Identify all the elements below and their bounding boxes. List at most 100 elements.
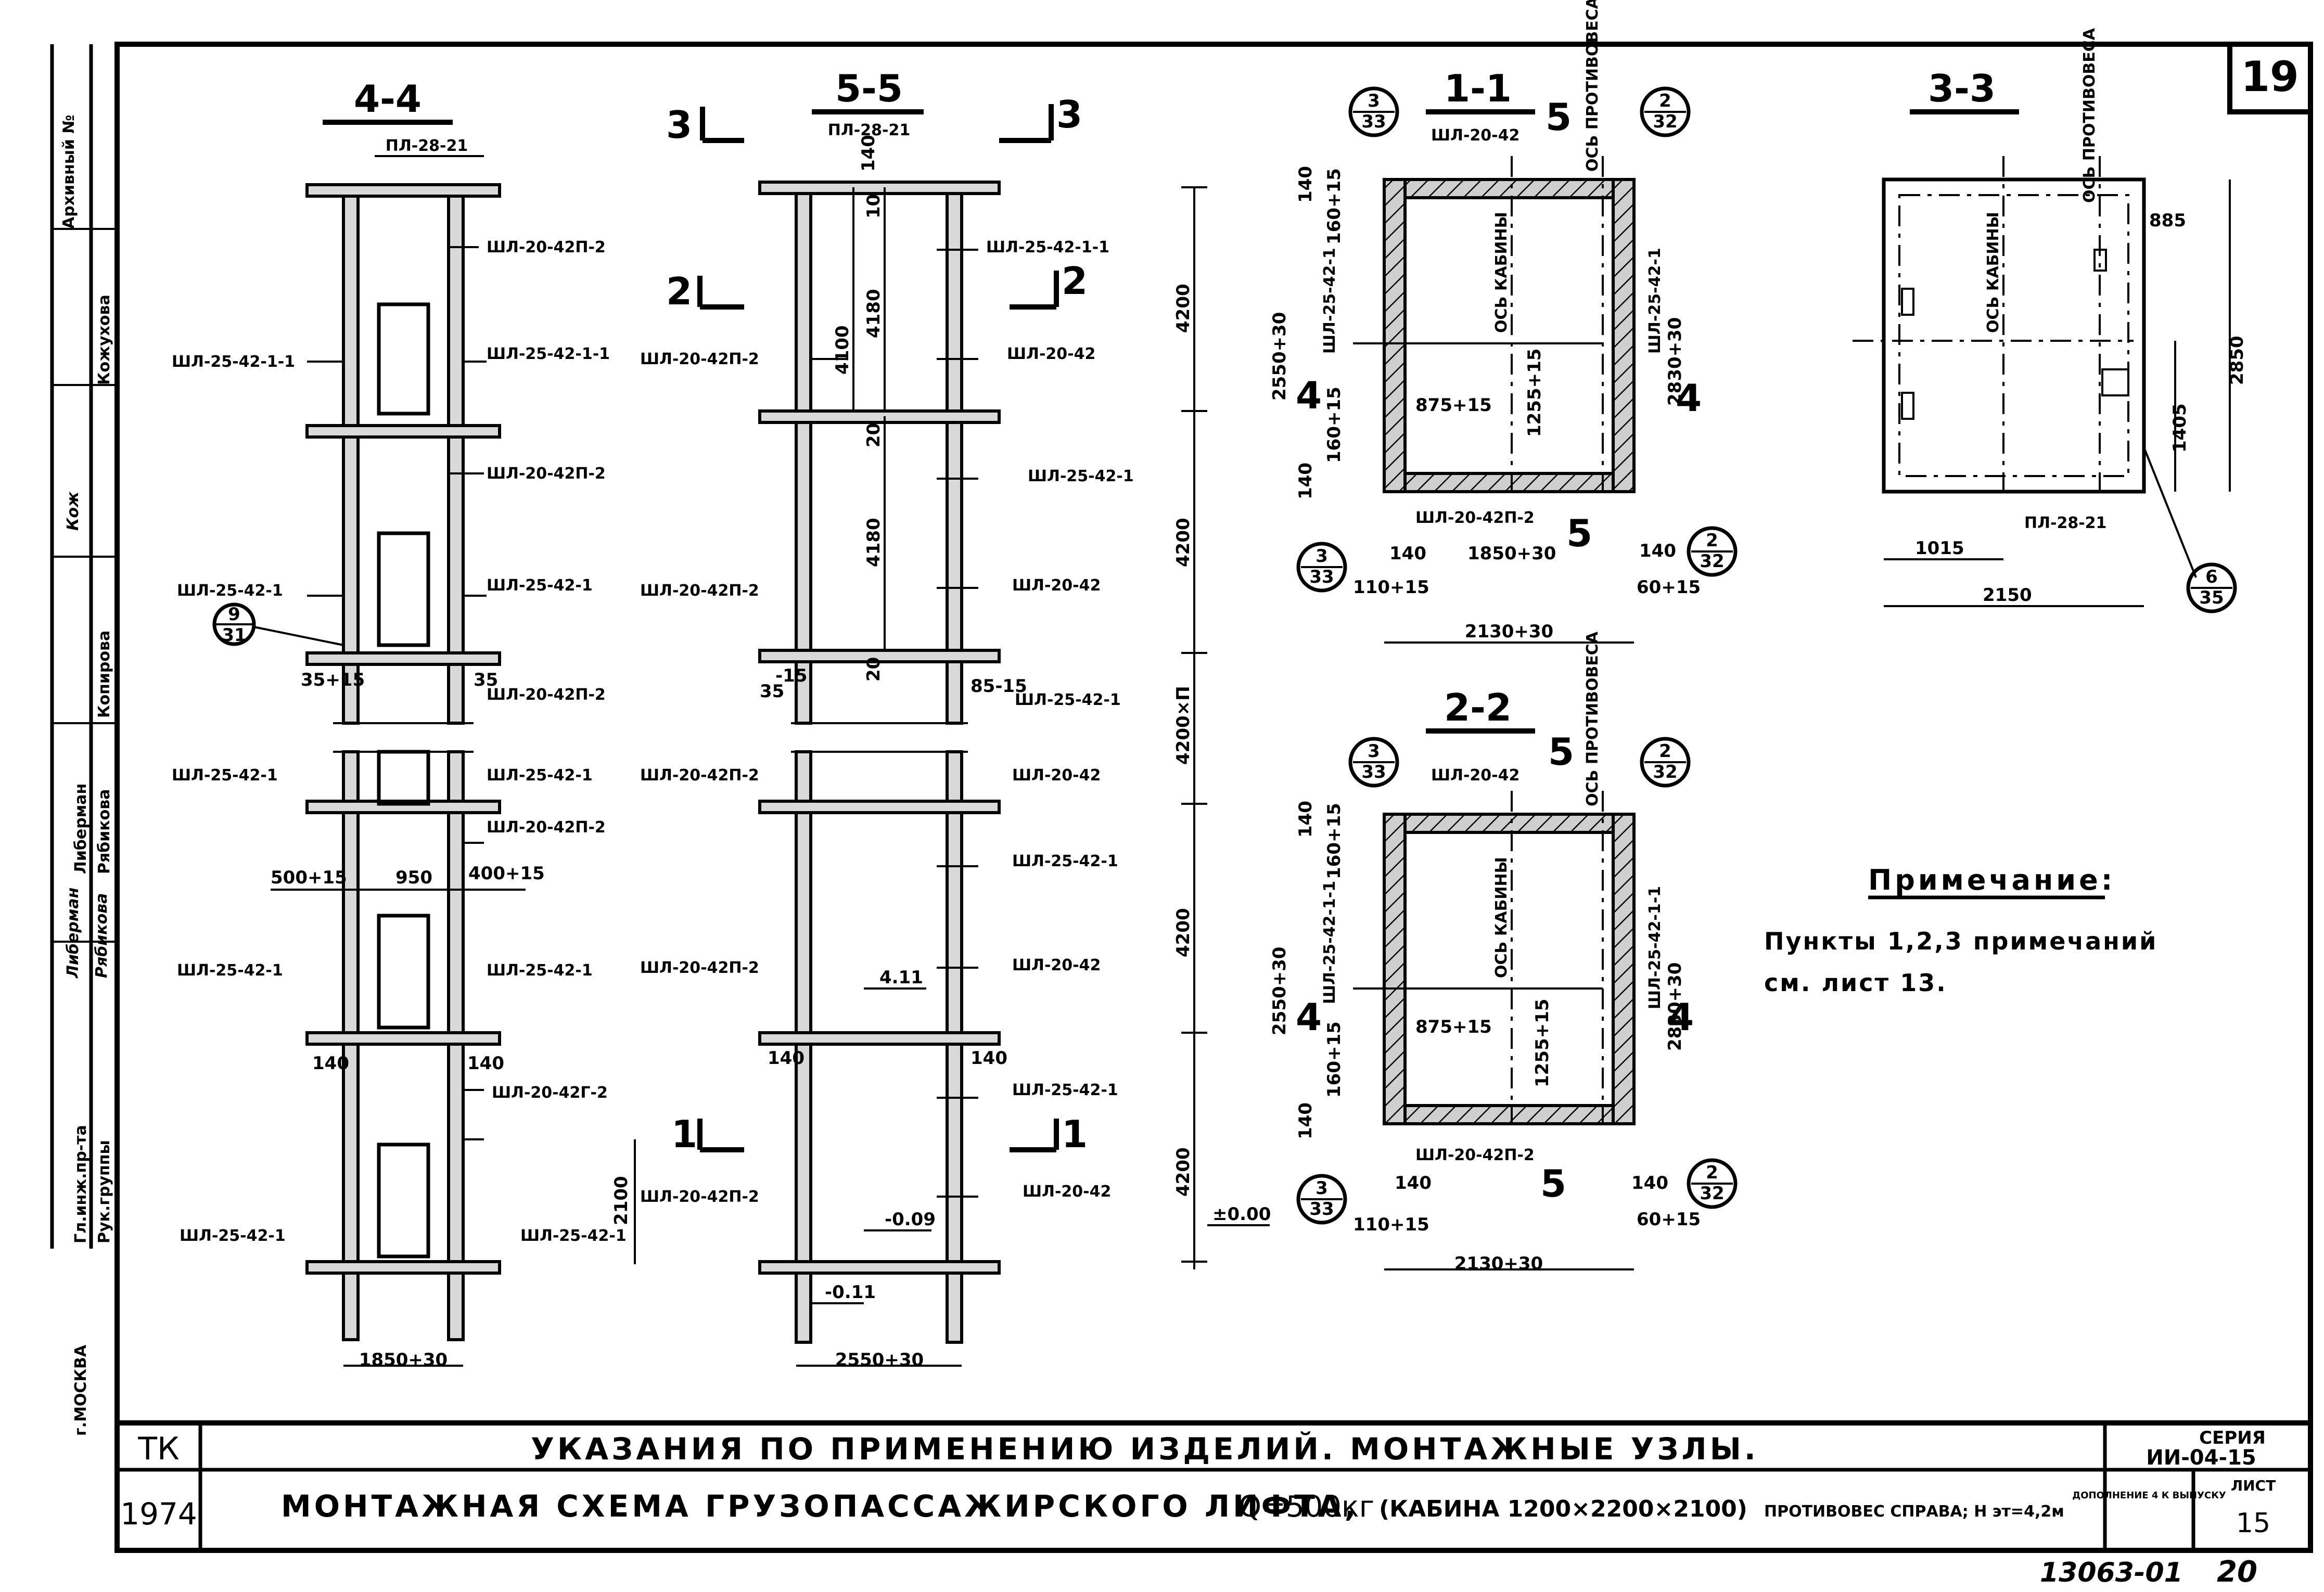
- s22-callout-1-s: 33: [1361, 762, 1386, 782]
- s44-dim-35: 35: [474, 670, 498, 690]
- s55-label-r7: ШЛ-25-42-1: [1012, 852, 1118, 870]
- s55-dim-20b: 20: [863, 657, 884, 682]
- supplement-label: ДОПОЛНЕНИЕ 4 К ВЫПУСКУ: [2072, 1490, 2226, 1501]
- s44-dim-2100: 2100: [611, 1176, 632, 1225]
- s22-dim-1255: 1255+15: [1532, 999, 1553, 1087]
- section-title-5-5: 5-5: [835, 67, 903, 110]
- s22-dim-140-r: 140: [1631, 1173, 1668, 1193]
- s55-label-r3: ШЛ-25-42-1: [1028, 467, 1134, 485]
- section-title-4-4: 4-4: [354, 77, 422, 121]
- note-title: Примечание:: [1868, 864, 2115, 896]
- s55-label-r6: ШЛ-20-42: [1012, 766, 1101, 785]
- s55-label-r4: ШЛ-20-42: [1012, 576, 1101, 595]
- side-stamp: Архивный № Кожухова Кож Копирова Либерма…: [50, 44, 117, 1436]
- s44-label-r7: ШЛ-20-42П-2: [487, 818, 606, 837]
- s55-dim-35: 35: [760, 681, 784, 702]
- s55-height-3: 4200×П: [1173, 686, 1194, 765]
- s11-callout-4-n: 2: [1706, 530, 1718, 551]
- sheet-label: ЛИСТ: [2231, 1477, 2276, 1494]
- city-label: г.МОСКВА: [72, 1344, 90, 1436]
- s55-height-2: 4200: [1173, 518, 1194, 567]
- s44-top-panel: ПЛ-28-21: [386, 137, 468, 155]
- s33-dim-2150: 2150: [1983, 585, 2032, 606]
- s11-callout-1-n: 3: [1368, 91, 1380, 111]
- s22-callout-3-n: 3: [1316, 1178, 1328, 1199]
- cut-3-left: 3: [666, 103, 692, 147]
- s55-dim-140-r: 140: [971, 1048, 1007, 1069]
- sheet-value: 15: [2236, 1508, 2270, 1539]
- s55-level-000: ±0.00: [1212, 1204, 1271, 1225]
- s55-label-r10: ШЛ-20-42: [1023, 1183, 1111, 1201]
- s11-dim-2830: 2830+30: [1665, 317, 1685, 406]
- section-3-3: 3-3 ОСЬ КАБИНЫ ОСЬ ПРОТИВОВЕСА 885 2850 …: [1853, 28, 2248, 613]
- sheet-number: 19: [2241, 53, 2299, 101]
- s44-label-l1: ШЛ-25-42-1-1: [172, 353, 295, 371]
- section-1-1: 1-1 ШЛ-20-42 ШЛ-25-42-1 ШЛ-25-42-1 ШЛ-20…: [1269, 0, 1738, 644]
- s11-callout-1-s: 33: [1361, 111, 1386, 132]
- s44-label-l3: ШЛ-25-42-1: [172, 766, 278, 785]
- s22-axis-cw: ОСЬ ПРОТИВОВЕСА: [1584, 631, 1602, 806]
- s55-dim-140: 140: [858, 135, 879, 172]
- archive-label: Архивный №: [60, 115, 78, 229]
- s33-callout-n: 6: [2205, 567, 2218, 587]
- s11-dim-140-r: 140: [1639, 541, 1676, 561]
- s55-label-r1: ШЛ-25-42-1-1: [986, 238, 1109, 256]
- s11-callout-3-s: 33: [1309, 567, 1334, 587]
- s11-cut-4-r: 4: [1676, 376, 1702, 420]
- s22-dim-875: 875+15: [1415, 1017, 1492, 1037]
- s11-callout-2-n: 2: [1659, 91, 1671, 111]
- s55-label-r5: ШЛ-25-42-1: [1015, 691, 1121, 709]
- note-line-2: см. лист 13.: [1764, 969, 1947, 997]
- s55-label-l1: ШЛ-20-42П-2: [640, 350, 759, 368]
- s11-dim-2130: 2130+30: [1465, 621, 1553, 642]
- stamp-sign-2: Рябикова: [93, 893, 111, 978]
- stamp-name-3: Копирова: [95, 631, 113, 718]
- s22-dim-160-top: 160+15: [1324, 803, 1345, 879]
- s11-dim-875: 875+15: [1415, 395, 1492, 416]
- s22-callout-1-n: 3: [1368, 741, 1380, 762]
- stamp-name-1: Либерман: [72, 784, 90, 874]
- s55-level-011: -0.11: [825, 1282, 876, 1303]
- sheet-frame: [114, 42, 2313, 1553]
- s22-panel-right: ШЛ-25-42-1-1: [1646, 886, 1664, 1009]
- s33-dim-1405: 1405: [2169, 403, 2190, 453]
- title-line-2: МОНТАЖНАЯ СХЕМА ГРУЗОПАССАЖИРСКОГО ЛИФТА…: [281, 1488, 1359, 1524]
- s44-dim-500: 500+15: [271, 867, 347, 888]
- s55-label-l2: ШЛ-20-42П-2: [640, 582, 759, 600]
- s55-dim-140-l: 140: [768, 1048, 805, 1069]
- s22-callout-4-n: 2: [1706, 1162, 1718, 1183]
- s11-panel-top: ШЛ-20-42: [1431, 126, 1519, 145]
- s55-level-411: 4.11: [879, 967, 923, 988]
- s55-dim-4180a: 4180: [863, 289, 884, 338]
- stamp-sign-4: Кож: [64, 491, 82, 531]
- s11-dim-140-bot: 140: [1295, 463, 1316, 499]
- s55-label-l3: ШЛ-20-42П-2: [640, 766, 759, 785]
- s44-callout-bottom: 31: [222, 625, 246, 646]
- stamp-sign-1: Либерман: [64, 888, 82, 979]
- s33-callout-s: 35: [2199, 587, 2224, 608]
- s55-label-r9: ШЛ-25-42-1: [1012, 1081, 1118, 1099]
- note-block: Примечание: Пункты 1,2,3 примечаний см. …: [1764, 864, 2156, 997]
- s44-dim-400: 400+15: [468, 863, 545, 884]
- s33-panel: ПЛ-28-21: [2024, 514, 2106, 532]
- title-line-1: УКАЗАНИЯ ПО ПРИМЕНЕНИЮ ИЗДЕЛИЙ. МОНТАЖНЫ…: [531, 1431, 1759, 1467]
- s55-dim-20a: 20: [863, 423, 884, 447]
- s11-panel-bottom: ШЛ-20-42П-2: [1415, 509, 1535, 527]
- stamp-name-2: Рябикова: [95, 789, 113, 874]
- s22-dim-60: 60+15: [1637, 1209, 1701, 1230]
- s44-label-l5: ШЛ-25-42-1: [180, 1227, 286, 1245]
- s55-label-l4: ШЛ-20-42П-2: [640, 959, 759, 977]
- cut-markers: 3 3 2 2 1 1: [666, 93, 1088, 1156]
- s55-dim-m15: -15: [775, 665, 807, 686]
- s22-dim-2550: 2550+30: [1269, 947, 1290, 1035]
- s55-label-l5: ШЛ-20-42П-2: [640, 1188, 759, 1206]
- series-value: ИИ-04-15: [2146, 1446, 2256, 1470]
- s22-cut-5-top: 5: [1548, 730, 1574, 774]
- title-block: ТК 1974 УКАЗАНИЯ ПО ПРИМЕНЕНИЮ ИЗДЕЛИЙ. …: [117, 1420, 2310, 1550]
- s11-callout-2-s: 32: [1653, 111, 1677, 132]
- s22-callout-4-s: 32: [1700, 1183, 1724, 1204]
- s11-dim-1255: 1255+15: [1524, 349, 1545, 437]
- s11-dim-140-top: 140: [1295, 166, 1316, 203]
- section-5-5: 5-5 ПЛ-28-21: [640, 67, 1271, 1370]
- s33-dim-885: 885: [2149, 210, 2186, 231]
